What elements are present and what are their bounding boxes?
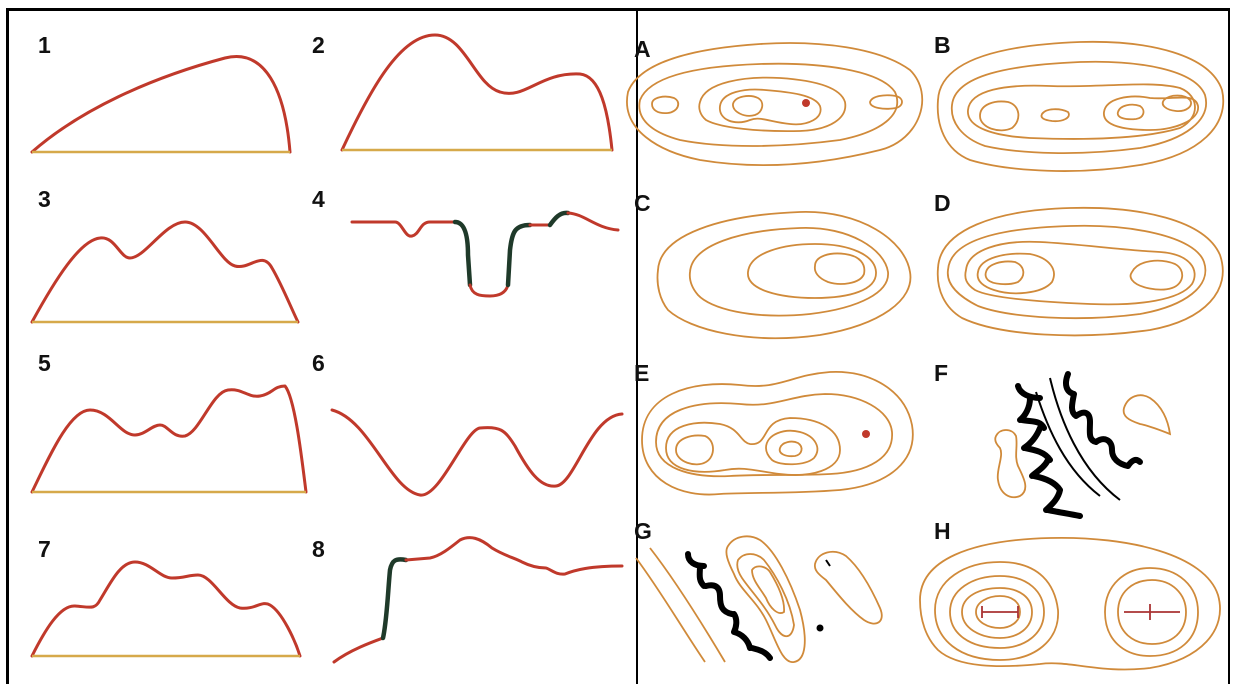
map-g (636, 536, 882, 662)
map-a (627, 43, 922, 165)
map-f (995, 374, 1170, 516)
profile-5 (32, 386, 306, 492)
profile-4 (352, 213, 618, 296)
map-b (938, 42, 1224, 171)
profile-3 (32, 222, 298, 322)
profile-6 (332, 410, 622, 495)
map-e (642, 372, 913, 495)
profile-1 (32, 57, 290, 152)
map-h (920, 538, 1220, 670)
profile-8 (334, 538, 622, 662)
profile-2 (342, 35, 612, 150)
map-c (657, 212, 910, 338)
profile-7 (32, 562, 300, 656)
map-d (938, 208, 1223, 336)
